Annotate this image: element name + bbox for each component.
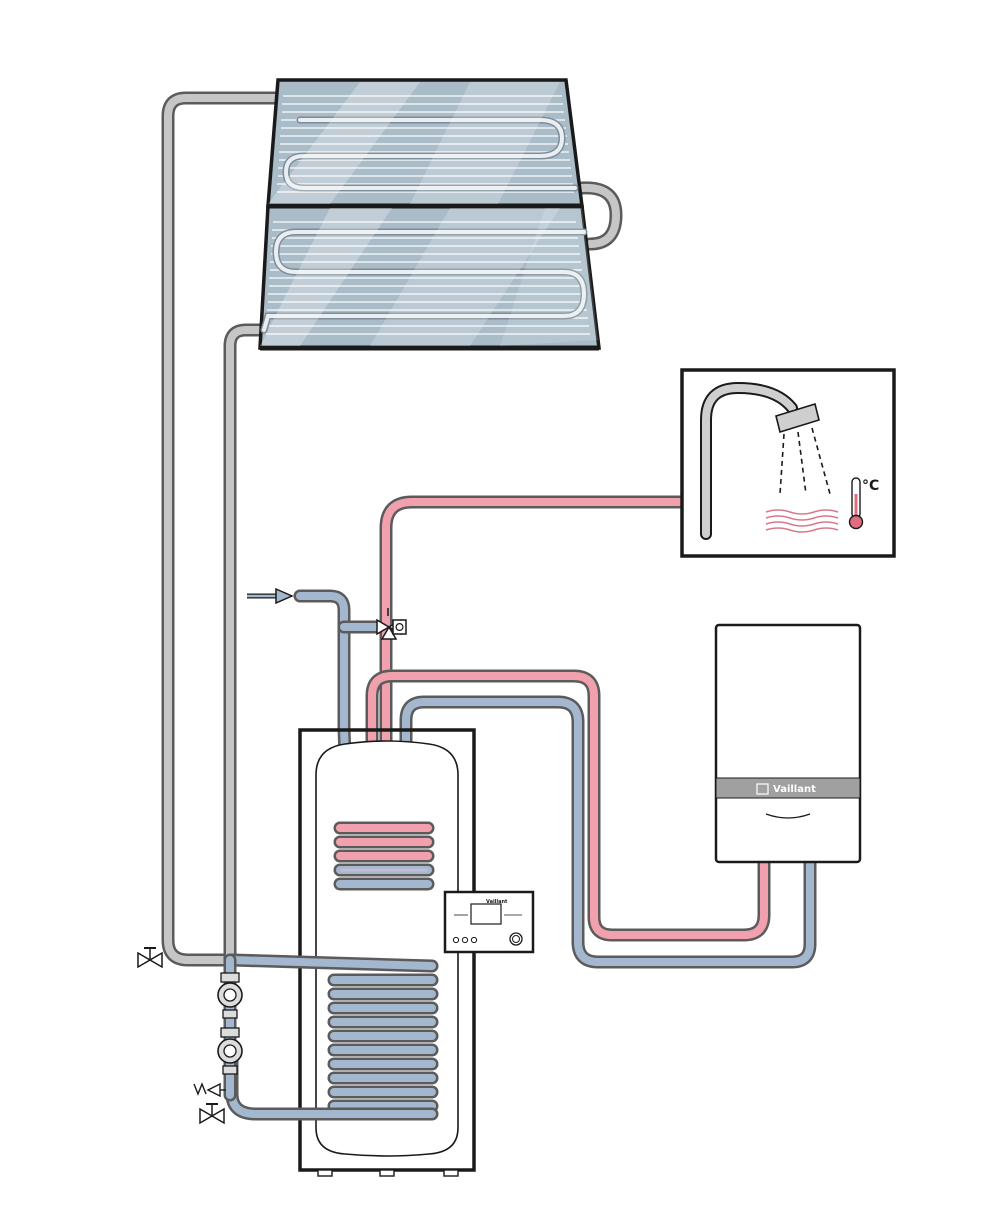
boiler-brand: Vaillant bbox=[773, 784, 816, 795]
solar-supply-pipe-outline bbox=[161, 91, 283, 967]
shower-tap-icon bbox=[700, 381, 839, 540]
solar-return-pipe-outline bbox=[223, 323, 269, 982]
hot-water-outlet-panel: °C bbox=[680, 368, 896, 558]
boiler-flow-pipe bbox=[368, 672, 768, 939]
solar-circuit bbox=[161, 91, 623, 982]
wall-hung-boiler: Vaillant bbox=[714, 623, 862, 864]
solar-return-pipe bbox=[226, 326, 266, 979]
arrow-right-icon bbox=[247, 587, 294, 605]
safety-valve-icon bbox=[193, 1082, 226, 1098]
shutoff-valve-icon bbox=[137, 947, 163, 969]
circulation-pump-icon bbox=[217, 1027, 243, 1075]
thermostatic-mixing-valve-icon bbox=[376, 608, 407, 640]
pump-group bbox=[193, 953, 243, 1102]
boiler-circuit bbox=[365, 669, 817, 969]
solar-controller: Vaillant bbox=[443, 890, 535, 954]
solar-collector-icon bbox=[258, 78, 601, 351]
shutoff-valve-icon bbox=[199, 1103, 225, 1125]
upper-heat-exchanger-coil bbox=[333, 821, 435, 891]
lower-heat-exchanger-coil bbox=[225, 953, 439, 1121]
circulation-pump-icon bbox=[217, 972, 243, 1019]
solar-supply-pipe bbox=[164, 94, 280, 964]
hot-outlet-pipe bbox=[382, 498, 686, 748]
boiler-return-pipe bbox=[402, 698, 814, 966]
thermometer-icon bbox=[848, 477, 864, 530]
thermometer-unit-label: °C bbox=[862, 478, 879, 494]
collector-link-pipe bbox=[578, 183, 620, 248]
controller-brand: Vaillant bbox=[486, 899, 508, 905]
